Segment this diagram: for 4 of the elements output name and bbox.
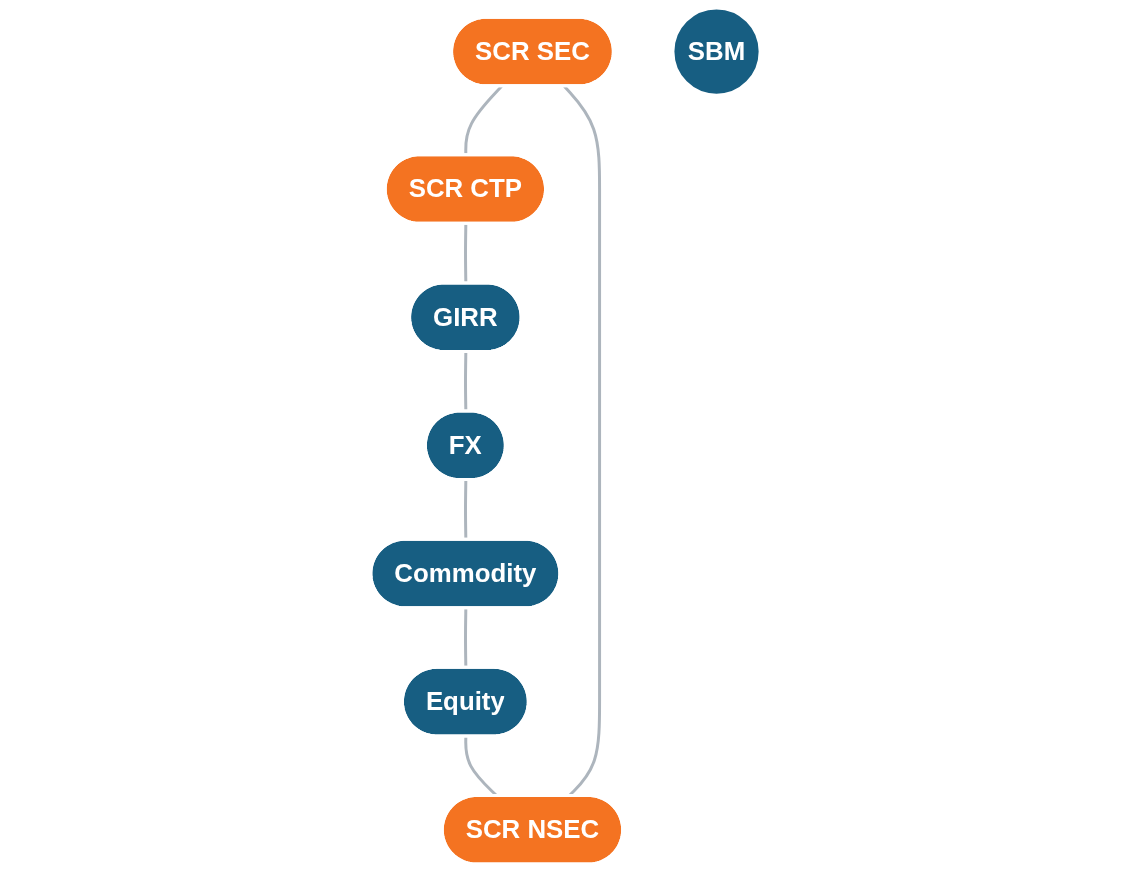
connector [464,351,468,412]
connector [464,608,468,668]
node-circle: SBM [671,6,762,97]
connector [464,480,468,540]
